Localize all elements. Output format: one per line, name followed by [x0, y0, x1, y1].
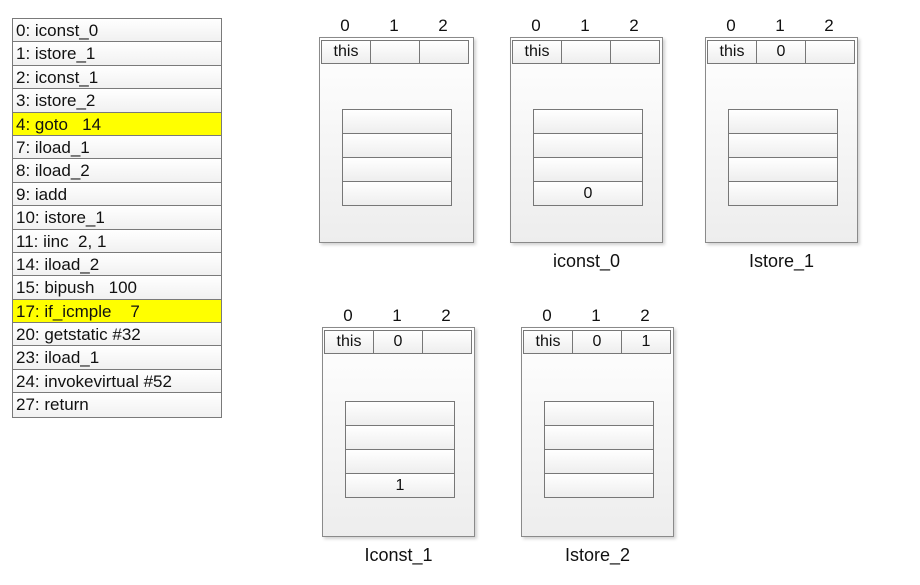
bytecode-instruction: 4: goto 14: [13, 112, 221, 136]
operand-stack-slot: [342, 109, 452, 134]
local-index-label: 1: [775, 16, 785, 35]
operand-stack-slot: [533, 133, 643, 158]
operand-stack-slot: [345, 425, 455, 450]
operand-stack-slot: [533, 109, 643, 134]
local-variable-slot: [610, 40, 660, 64]
local-variable-slot: this: [523, 330, 573, 354]
local-variable-slot: 0: [572, 330, 622, 354]
local-index-label: 0: [340, 16, 350, 35]
operand-stack: [728, 109, 838, 206]
local-index-label: 0: [542, 306, 552, 325]
operand-stack-slot: 1: [345, 473, 455, 498]
operand-stack-slot: [728, 157, 838, 182]
local-index-label: 2: [441, 306, 451, 325]
local-index-label: 1: [591, 306, 601, 325]
operand-stack: [342, 109, 452, 206]
frame-panel: this 0: [510, 37, 663, 243]
operand-stack-slot: [544, 401, 654, 426]
bytecode-instruction: 10: istore_1: [13, 206, 221, 230]
local-index-label: 1: [580, 16, 590, 35]
local-variable-slot: [422, 330, 472, 354]
local-variable-table: this: [512, 40, 660, 64]
local-variable-slot: this: [512, 40, 562, 64]
local-variable-slot: [805, 40, 855, 64]
local-index-label: 2: [824, 16, 834, 35]
bytecode-instruction: 1: istore_1: [13, 42, 221, 66]
operand-stack-slot: [728, 133, 838, 158]
operand-stack-slot: [342, 181, 452, 206]
operand-stack-slot: [728, 181, 838, 206]
bytecode-instruction: 20: getstatic #32: [13, 323, 221, 347]
operand-stack-slot: [544, 473, 654, 498]
operand-stack-slot: [345, 449, 455, 474]
operand-stack: 0: [533, 109, 643, 206]
operand-stack-slot: [544, 449, 654, 474]
local-variable-slot: [370, 40, 420, 64]
operand-stack: 1: [345, 401, 455, 498]
operand-stack-slot: [345, 401, 455, 426]
bytecode-instruction: 0: iconst_0: [13, 19, 221, 43]
frame-caption: Iconst_1: [364, 545, 433, 565]
operand-stack-slot: [533, 157, 643, 182]
local-variable-slot: this: [321, 40, 371, 64]
bytecode-instruction: 7: iload_1: [13, 135, 221, 160]
local-index-row: 0 1 2: [705, 15, 858, 37]
bytecode-instruction: 17: if_icmple 7: [13, 299, 221, 324]
bytecode-instruction: 24: invokevirtual #52: [13, 369, 221, 394]
local-index-row: 0 1 2: [510, 15, 663, 37]
bytecode-instruction: 8: iload_2: [13, 159, 221, 183]
local-variable-slot: this: [707, 40, 757, 64]
stack-frame: 0 1 2 this 0: [510, 15, 663, 243]
operand-stack-slot: [728, 109, 838, 134]
local-variable-slot: [419, 40, 469, 64]
local-index-label: 1: [392, 306, 402, 325]
operand-stack: [544, 401, 654, 498]
operand-stack-slot: [544, 425, 654, 450]
bytecode-instruction: 23: iload_1: [13, 346, 221, 370]
local-variable-slot: this: [324, 330, 374, 354]
bytecode-instruction: 27: return: [13, 393, 221, 417]
local-index-label: 2: [629, 16, 639, 35]
frame-caption: Istore_1: [748, 251, 815, 271]
local-index-label: 1: [389, 16, 399, 35]
local-variable-table: this: [321, 40, 469, 64]
local-index-label: 2: [438, 16, 448, 35]
local-index-label: 0: [726, 16, 736, 35]
local-variable-slot: 1: [621, 330, 671, 354]
local-index-row: 0 1 2: [521, 305, 674, 327]
local-variable-slot: 0: [373, 330, 423, 354]
bytecode-instruction: 15: bipush 100: [13, 276, 221, 300]
frame-caption: iconst_0: [552, 251, 621, 271]
frame-panel: this: [319, 37, 474, 243]
local-index-row: 0 1 2: [322, 305, 475, 327]
bytecode-instruction: 11: iinc 2, 1: [13, 229, 221, 253]
operand-stack-slot: [342, 157, 452, 182]
frame-caption: Istore_2: [564, 545, 631, 565]
operand-stack-slot: [342, 133, 452, 158]
bytecode-instruction: 9: iadd: [13, 182, 221, 207]
bytecode-instruction: 3: istore_2: [13, 89, 221, 113]
stack-frame: 0 1 2 this: [319, 15, 474, 243]
local-index-label: 2: [640, 306, 650, 325]
bytecode-instruction: 14: iload_2: [13, 252, 221, 277]
local-index-row: 0 1 2: [319, 15, 474, 37]
local-variable-slot: 0: [756, 40, 806, 64]
bytecode-instruction: 2: iconst_1: [13, 65, 221, 90]
local-index-label: 0: [343, 306, 353, 325]
local-variable-slot: [561, 40, 611, 64]
local-index-label: 0: [531, 16, 541, 35]
operand-stack-slot: 0: [533, 181, 643, 206]
